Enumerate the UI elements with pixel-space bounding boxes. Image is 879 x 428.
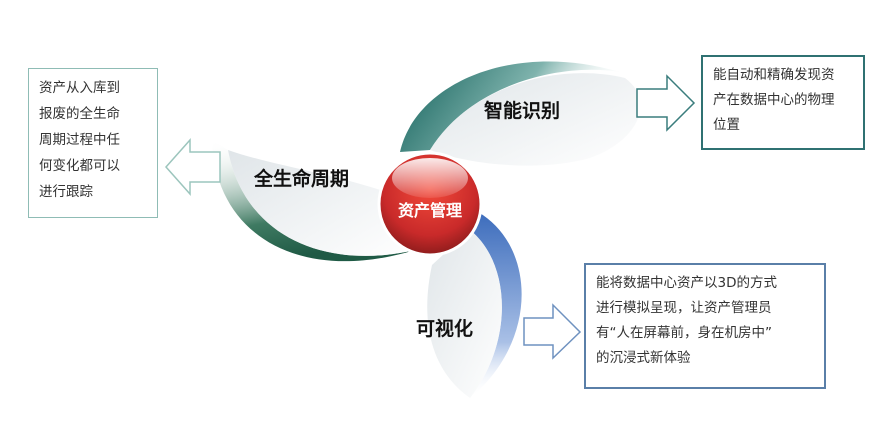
label-asset-management: 资产管理 xyxy=(397,201,462,220)
blade-visualization-fill xyxy=(427,230,502,398)
label-full-lifecycle: 全生命周期 xyxy=(254,168,350,190)
text-line: 有“人在屏幕前，身在机房中” xyxy=(596,325,772,341)
text-line: 能自动和精确发现资 xyxy=(713,67,835,83)
blade-lifecycle xyxy=(212,140,415,262)
text-line: 的沉浸式新体验 xyxy=(596,350,691,366)
blade-lifecycle-fill xyxy=(228,150,415,256)
arrow-right-top-icon xyxy=(636,74,696,132)
arrow-left-icon xyxy=(164,138,221,196)
visualization-description-box: 能将数据中心资产以3D的方式 进行模拟呈现，让资产管理员 有“人在屏幕前，身在机… xyxy=(584,263,826,389)
text-line: 周期过程中任 xyxy=(39,132,120,148)
lifecycle-description-box: 资产从入库到 报废的全生命 周期过程中任 何变化都可以 进行跟踪 xyxy=(28,68,158,218)
text-line: 何变化都可以 xyxy=(39,158,120,174)
text-line: 产在数据中心的物理 xyxy=(713,92,835,108)
text-line: 位置 xyxy=(713,117,740,133)
text-line: 进行模拟呈现，让资产管理员 xyxy=(596,300,772,316)
blade-visualization xyxy=(470,212,522,398)
label-smart-recognition: 智能识别 xyxy=(484,100,561,122)
text-line: 报废的全生命 xyxy=(39,106,120,122)
blade-smart-recognition xyxy=(400,61,620,152)
text-line: 进行跟踪 xyxy=(39,184,93,200)
label-visualization: 可视化 xyxy=(416,318,474,340)
text-line: 能将数据中心资产以3D的方式 xyxy=(596,275,777,291)
arrow-right-bottom-icon xyxy=(523,303,582,360)
blade-smart-fill xyxy=(430,73,641,166)
text-line: 资产从入库到 xyxy=(39,80,120,96)
smart-recognition-description-box: 能自动和精确发现资 产在数据中心的物理 位置 xyxy=(701,55,865,150)
center-shine xyxy=(392,158,468,198)
